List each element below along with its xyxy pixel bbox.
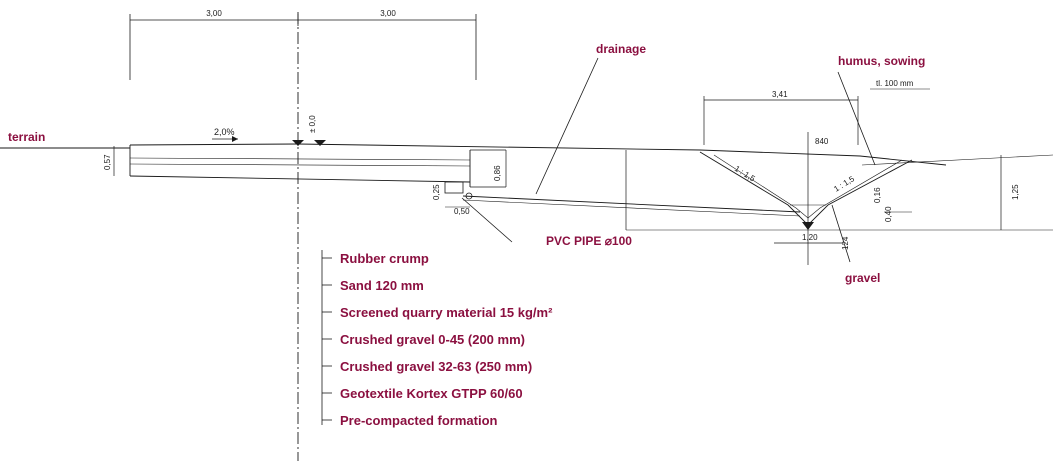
dim-drain-depth: 0,25	[432, 184, 441, 200]
top-width-dimension	[129, 14, 477, 80]
ditch	[625, 132, 1053, 265]
pvc-leader	[461, 197, 513, 243]
dim-drain-height: 0,86	[493, 165, 502, 181]
road-body	[0, 143, 947, 217]
dim-half-width-left: 3,00	[206, 9, 222, 18]
slope-arrowhead	[232, 136, 238, 142]
dim-bank-slope-left: 1 : 1,5	[733, 164, 757, 184]
drainage-leader	[535, 57, 599, 195]
dim-bottom-width: 1,20	[802, 233, 818, 242]
humus-leader	[837, 71, 876, 166]
layer-item: Pre-compacted formation	[340, 413, 498, 428]
layer-item: Geotextile Kortex GTPP 60/60	[340, 386, 523, 401]
label-terrain: terrain	[8, 130, 45, 144]
dim-slope: 2,0%	[214, 127, 235, 137]
dim-bank-slope-right: 1 : 1,5	[832, 174, 856, 194]
label-pvc-pipe: PVC PIPE ⌀100	[546, 234, 632, 248]
dim-offset-a: 0,16	[873, 187, 882, 203]
dim-bottom-depth: 124	[841, 236, 850, 250]
level-marker-icon-right	[314, 140, 326, 146]
dim-offset-b: 0,40	[884, 206, 893, 222]
layer-item: Crushed gravel 32-63 (250 mm)	[340, 359, 532, 374]
ditch-bottom-marker-icon	[802, 222, 814, 230]
dim-half-width-right: 3,00	[380, 9, 396, 18]
dim-humus-thickness: tl. 100 mm	[876, 79, 914, 88]
gravel-leader	[831, 204, 851, 263]
dim-thickness: 0,57	[103, 154, 112, 170]
label-drainage: drainage	[596, 42, 646, 56]
dim-drain-width: 0,50	[454, 207, 470, 216]
label-gravel: gravel	[845, 271, 880, 285]
dim-ditch-depth: 1,25	[1011, 184, 1020, 200]
dim-ditch-width: 3,41	[772, 90, 788, 99]
layer-item: Crushed gravel 0-45 (200 mm)	[340, 332, 525, 347]
layer-item: Rubber crump	[340, 251, 429, 266]
dim-ditch-inner: 840	[815, 137, 829, 146]
dim-level: ± 0,0	[308, 115, 317, 133]
layer-item: Screened quarry material 15 kg/m²	[340, 305, 553, 320]
layer-item: Sand 120 mm	[340, 278, 424, 293]
layer-ticks	[321, 250, 332, 425]
level-marker-icon	[292, 140, 304, 146]
label-humus: humus, sowing	[838, 54, 925, 68]
